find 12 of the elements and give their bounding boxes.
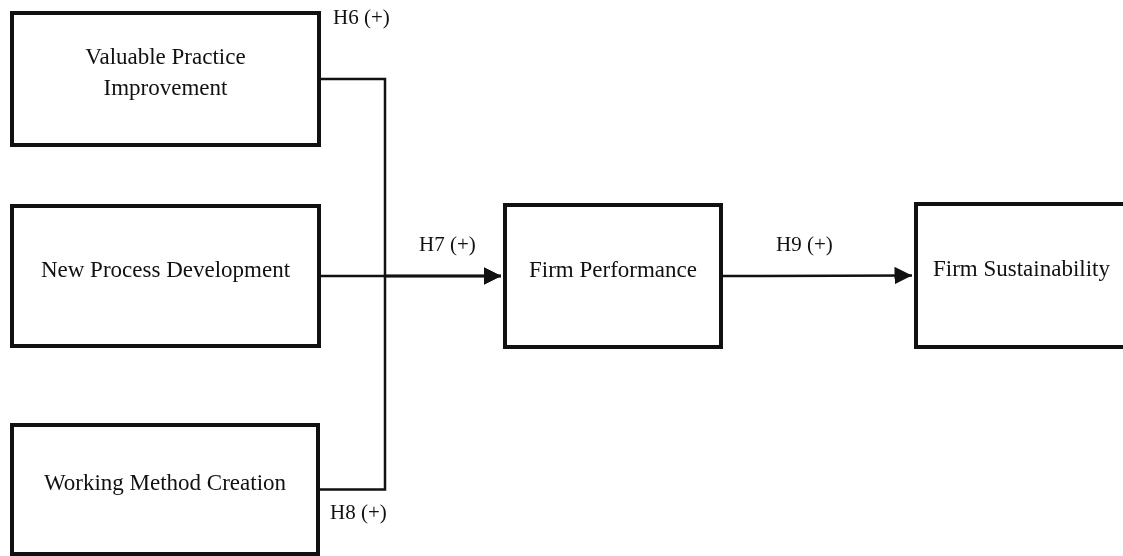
construct-box bbox=[503, 203, 723, 349]
construct-name: Firm Performance bbox=[529, 255, 697, 284]
construct-box bbox=[914, 202, 1123, 349]
construct-name: Firm Sustainability bbox=[933, 255, 1110, 283]
construct-name: New Process Development bbox=[40, 255, 291, 284]
construct-name: Valuable Practice Improvement bbox=[84, 43, 247, 102]
construct-box bbox=[10, 423, 320, 556]
construct-box bbox=[10, 204, 321, 348]
construct-box bbox=[10, 11, 321, 147]
construct-name: Working Method Creation bbox=[43, 469, 287, 497]
arrow bbox=[723, 266, 912, 285]
arrow bbox=[320, 267, 501, 491]
